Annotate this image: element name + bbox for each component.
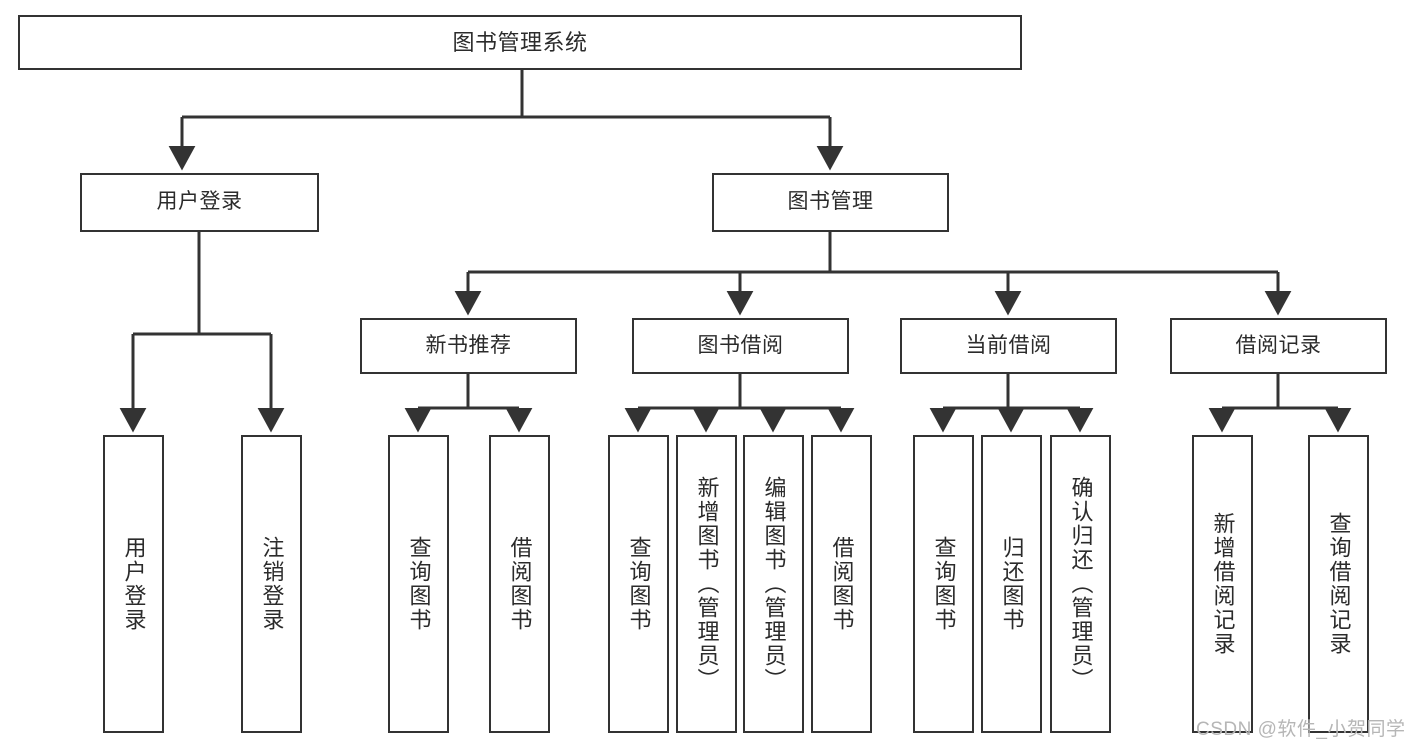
leaf-borrow-borrow-book[interactable]: 借阅图书 xyxy=(811,435,872,733)
leaf-current-query-label: 查询图书 xyxy=(931,536,957,632)
node-current-borrow[interactable]: 当前借阅 xyxy=(900,318,1117,374)
leaf-current-confirm-return[interactable]: 确认归还（管理员） xyxy=(1050,435,1111,733)
leaf-borrow-query-label: 查询图书 xyxy=(626,536,652,632)
leaf-records-add-label: 新增借阅记录 xyxy=(1210,512,1236,656)
node-book-borrow[interactable]: 图书借阅 xyxy=(632,318,849,374)
leaf-user-login-signin[interactable]: 用户登录 xyxy=(103,435,164,733)
csdn-watermark: CSDN @软件_小贺同学 xyxy=(1196,719,1405,740)
node-new-book-recommend-label: 新书推荐 xyxy=(425,333,512,357)
leaf-borrow-edit-book[interactable]: 编辑图书（管理员） xyxy=(743,435,804,733)
leaf-borrow-edit-book-label: 编辑图书（管理员） xyxy=(761,476,787,692)
leaf-user-login-signout[interactable]: 注销登录 xyxy=(241,435,302,733)
leaf-borrow-borrow-book-label: 借阅图书 xyxy=(829,536,855,632)
node-book-borrow-label: 图书借阅 xyxy=(697,333,784,357)
node-new-book-recommend[interactable]: 新书推荐 xyxy=(360,318,577,374)
node-root[interactable]: 图书管理系统 xyxy=(18,15,1022,70)
node-borrow-records[interactable]: 借阅记录 xyxy=(1170,318,1387,374)
node-book-management[interactable]: 图书管理 xyxy=(712,173,949,232)
node-current-borrow-label: 当前借阅 xyxy=(965,333,1052,357)
node-borrow-records-label: 借阅记录 xyxy=(1235,333,1322,357)
leaf-borrow-query[interactable]: 查询图书 xyxy=(608,435,669,733)
leaf-new-book-borrow[interactable]: 借阅图书 xyxy=(489,435,550,733)
leaf-new-book-query-label: 查询图书 xyxy=(406,536,432,632)
leaf-borrow-add-book-label: 新增图书（管理员） xyxy=(694,476,720,692)
leaf-borrow-add-book[interactable]: 新增图书（管理员） xyxy=(676,435,737,733)
leaf-current-return-label: 归还图书 xyxy=(999,536,1025,632)
leaf-records-query[interactable]: 查询借阅记录 xyxy=(1308,435,1369,733)
node-book-management-label: 图书管理 xyxy=(787,190,874,214)
leaf-user-login-signin-label: 用户登录 xyxy=(121,536,147,632)
node-user-login[interactable]: 用户登录 xyxy=(80,173,319,232)
node-user-login-label: 用户登录 xyxy=(156,190,243,214)
leaf-records-query-label: 查询借阅记录 xyxy=(1326,512,1352,656)
leaf-new-book-borrow-label: 借阅图书 xyxy=(507,536,533,632)
leaf-new-book-query[interactable]: 查询图书 xyxy=(388,435,449,733)
node-root-label: 图书管理系统 xyxy=(452,29,588,55)
leaf-current-query[interactable]: 查询图书 xyxy=(913,435,974,733)
leaf-current-return[interactable]: 归还图书 xyxy=(981,435,1042,733)
leaf-current-confirm-return-label: 确认归还（管理员） xyxy=(1068,476,1094,692)
leaf-records-add[interactable]: 新增借阅记录 xyxy=(1192,435,1253,733)
leaf-user-login-signout-label: 注销登录 xyxy=(259,536,285,632)
